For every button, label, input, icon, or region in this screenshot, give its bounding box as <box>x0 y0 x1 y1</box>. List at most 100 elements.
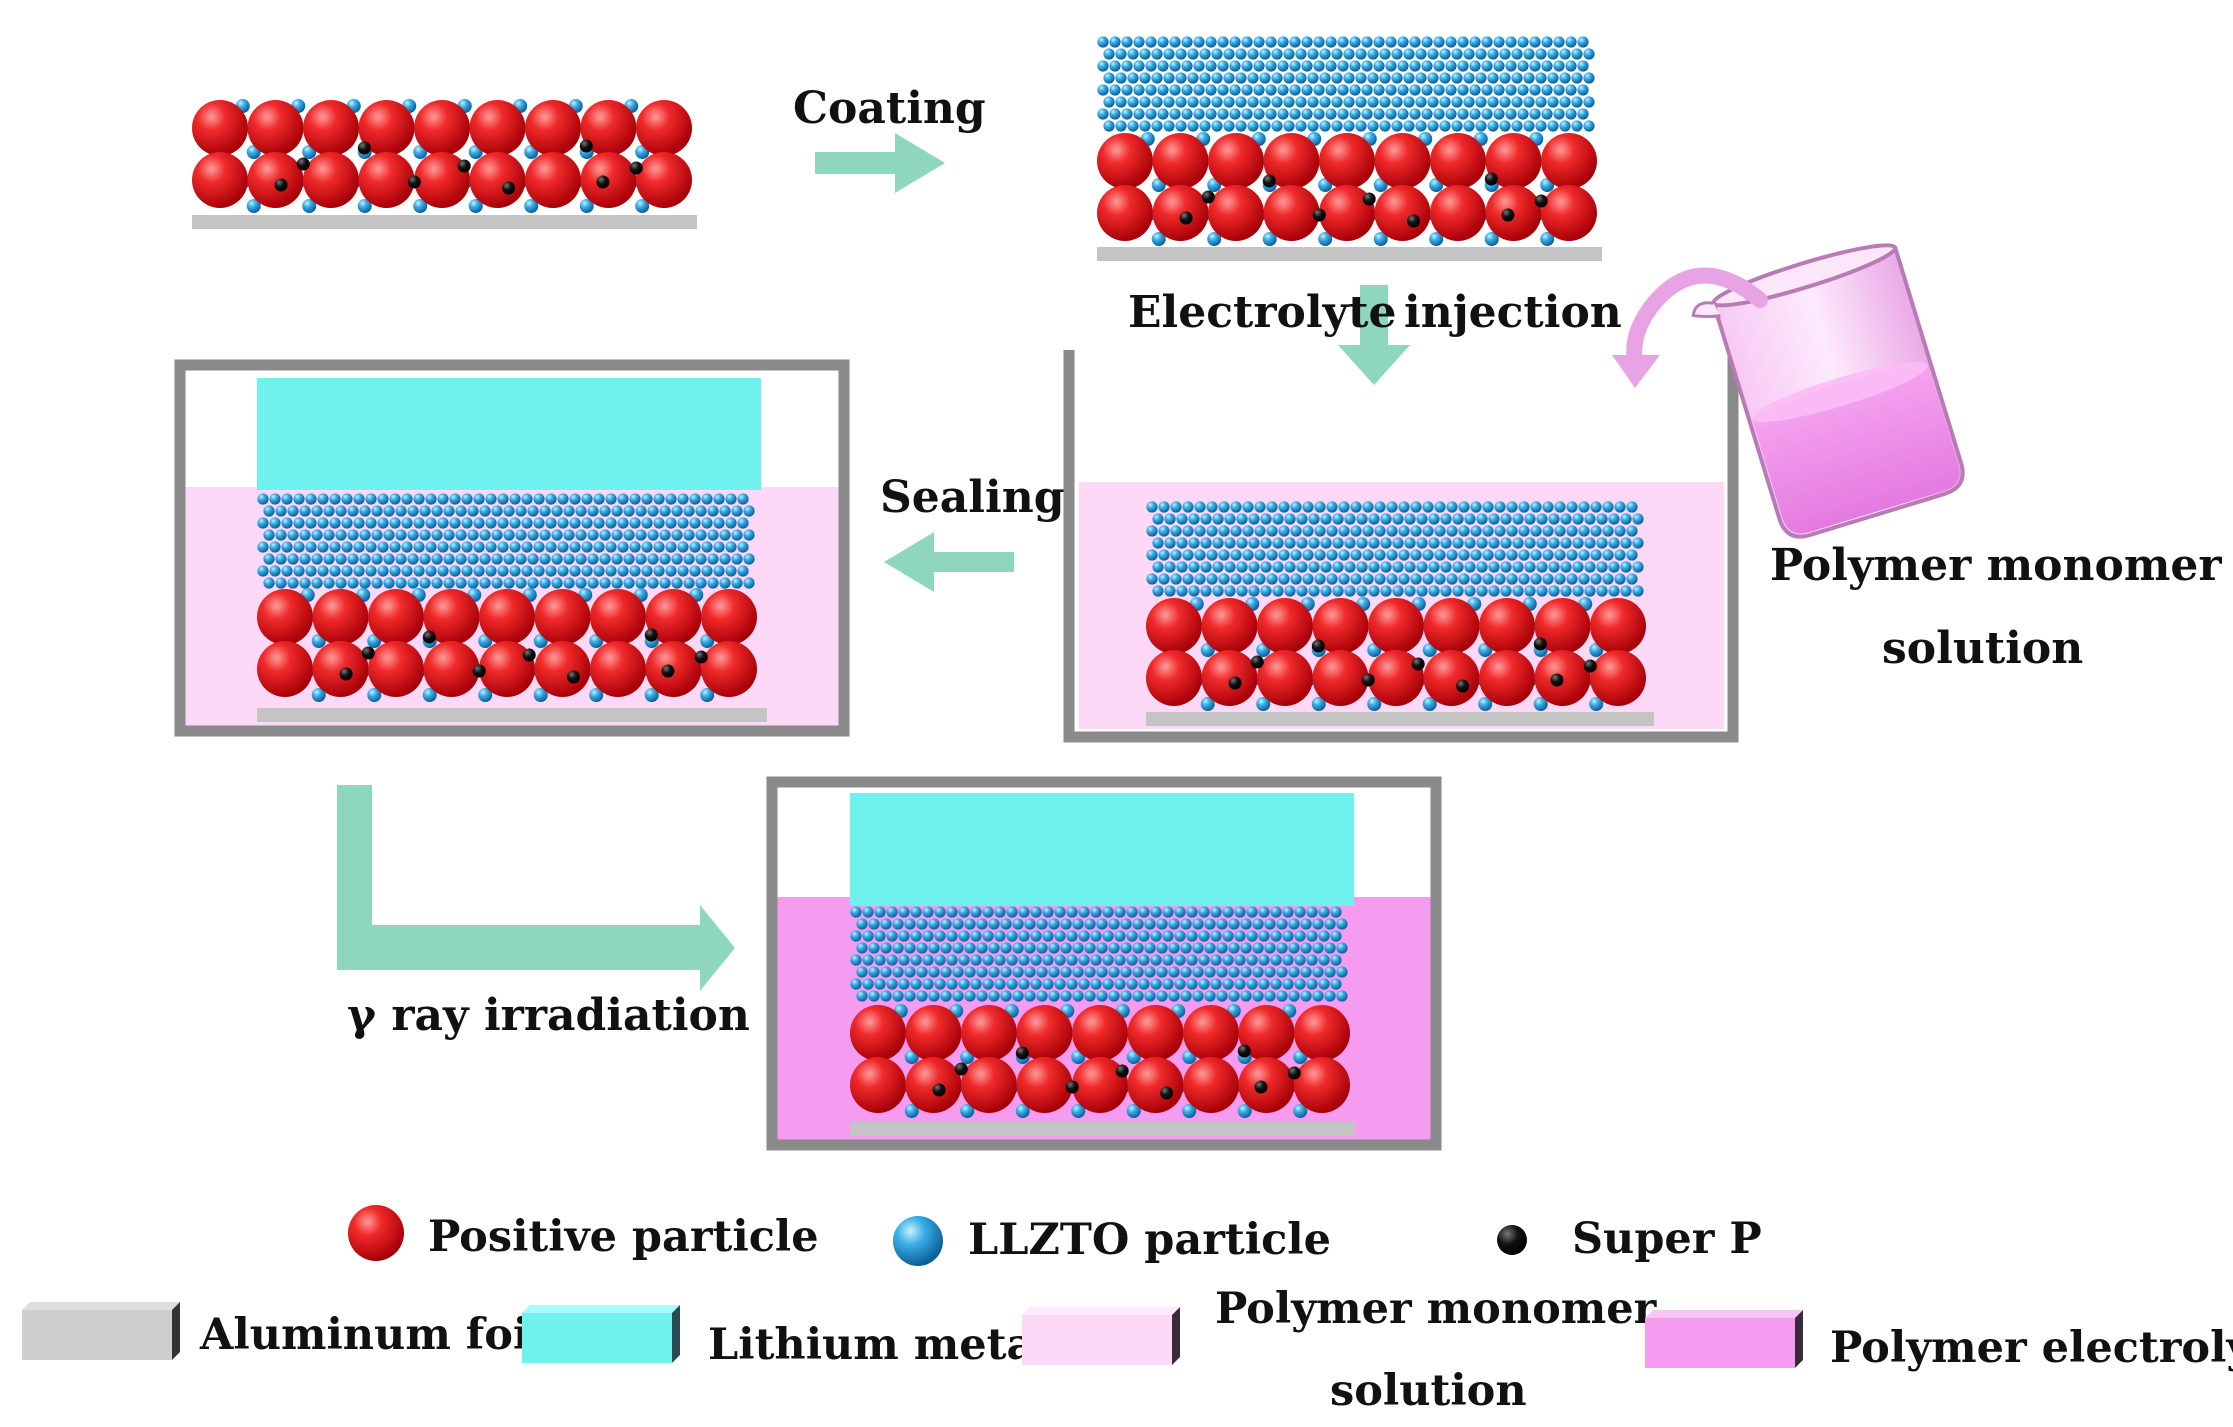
llzto-particle <box>1529 60 1541 72</box>
llzto-particle <box>1331 72 1343 84</box>
llzto-particle <box>1252 990 1264 1002</box>
llzto-particle <box>1307 72 1319 84</box>
llzto-particle <box>1295 120 1307 132</box>
llzto-particle <box>1530 573 1542 585</box>
llzto-particle <box>425 493 437 505</box>
llzto-particle <box>425 541 437 553</box>
llzto-particle <box>1386 549 1398 561</box>
llzto-particle <box>1234 930 1246 942</box>
llzto-particle <box>1133 84 1145 96</box>
llzto-particle <box>689 517 701 529</box>
llzto-particle <box>1216 990 1228 1002</box>
llzto-particle <box>1146 525 1158 537</box>
llzto-particle <box>257 541 269 553</box>
llzto-particle <box>1138 954 1150 966</box>
llzto-particle <box>533 493 545 505</box>
llzto-particle <box>1188 537 1200 549</box>
llzto-particle <box>305 565 317 577</box>
llzto-particle <box>419 505 431 517</box>
llzto-particle <box>413 517 425 529</box>
llzto-particle <box>1150 954 1162 966</box>
llzto-particle <box>1097 36 1109 48</box>
llzto-particle <box>1535 96 1547 108</box>
llzto-particle <box>1163 96 1175 108</box>
llzto-particle <box>1361 36 1373 48</box>
llzto-particle <box>928 966 940 978</box>
llzto-particle <box>389 565 401 577</box>
llzto-particle <box>1524 561 1536 573</box>
llzto-particle <box>850 906 862 918</box>
llzto-particle <box>677 517 689 529</box>
llzto-particle <box>1271 72 1283 84</box>
llzto-particle <box>1266 573 1278 585</box>
llzto-particle <box>1176 561 1188 573</box>
positive-particle <box>1312 650 1369 706</box>
llzto-particle <box>1121 108 1133 120</box>
super-p-particle <box>502 181 516 195</box>
llzto-particle <box>1170 525 1182 537</box>
llzto-particle <box>665 541 677 553</box>
llzto-particle <box>467 553 479 565</box>
llzto-particle <box>1541 36 1553 48</box>
legend-superp-label: Super P <box>1572 1214 1762 1264</box>
llzto-particle <box>1211 96 1223 108</box>
llzto-particle <box>623 577 635 589</box>
llzto-particle <box>647 505 659 517</box>
llzto-particle <box>1476 585 1488 597</box>
llzto-particle <box>1553 108 1565 120</box>
llzto-particle <box>1589 697 1604 711</box>
llzto-particle <box>1445 60 1457 72</box>
llzto-particle <box>1248 561 1260 573</box>
llzto-particle <box>1500 513 1512 525</box>
super-p-particle <box>1115 1064 1129 1078</box>
llzto-particle <box>419 577 431 589</box>
llzto-particle <box>1200 585 1212 597</box>
llzto-particle <box>1373 36 1385 48</box>
llzto-particle <box>1511 96 1523 108</box>
llzto-particle <box>311 577 323 589</box>
llzto-particle <box>1175 72 1187 84</box>
llzto-particle <box>1332 513 1344 525</box>
llzto-particle <box>1198 954 1210 966</box>
super-p-particle <box>1201 190 1215 204</box>
llzto-particle <box>1505 36 1517 48</box>
llzto-particle <box>1164 585 1176 597</box>
llzto-particle <box>1427 120 1439 132</box>
llzto-particle <box>1284 537 1296 549</box>
llzto-particle <box>1374 525 1386 537</box>
llzto-particle <box>1337 36 1349 48</box>
llzto-particle <box>263 553 275 565</box>
llzto-particle <box>1422 697 1437 711</box>
llzto-particle <box>1230 549 1242 561</box>
llzto-particle <box>611 577 623 589</box>
llzto-particle <box>1505 108 1517 120</box>
llzto-particle <box>413 565 425 577</box>
llzto-particle <box>1012 918 1024 930</box>
llzto-particle <box>940 990 952 1002</box>
llzto-particle <box>575 505 587 517</box>
super-p-particles <box>339 628 708 684</box>
llzto-particle <box>1188 561 1200 573</box>
llzto-particle <box>1146 501 1158 513</box>
llzto-particle <box>904 918 916 930</box>
llzto-particle <box>401 493 413 505</box>
llzto-particle <box>1571 96 1583 108</box>
llzto-particle <box>1403 48 1415 60</box>
llzto-particle <box>659 553 671 565</box>
llzto-particle <box>713 565 725 577</box>
positive-particle <box>1312 598 1369 654</box>
llzto-particle <box>1186 954 1198 966</box>
llzto-particle <box>1541 84 1553 96</box>
llzto-particle <box>1284 513 1296 525</box>
positive-particle <box>1201 598 1258 654</box>
positive-particle <box>1294 1005 1350 1061</box>
llzto-particle <box>1296 585 1308 597</box>
llzto-particle <box>1433 60 1445 72</box>
llzto-particle <box>521 541 533 553</box>
llzto-particle <box>1487 120 1499 132</box>
super-p-particle <box>1015 1046 1029 1060</box>
llzto-particle <box>1355 72 1367 84</box>
llzto-particle <box>617 541 629 553</box>
positive-particle <box>1374 185 1431 241</box>
llzto-particle <box>383 553 395 565</box>
